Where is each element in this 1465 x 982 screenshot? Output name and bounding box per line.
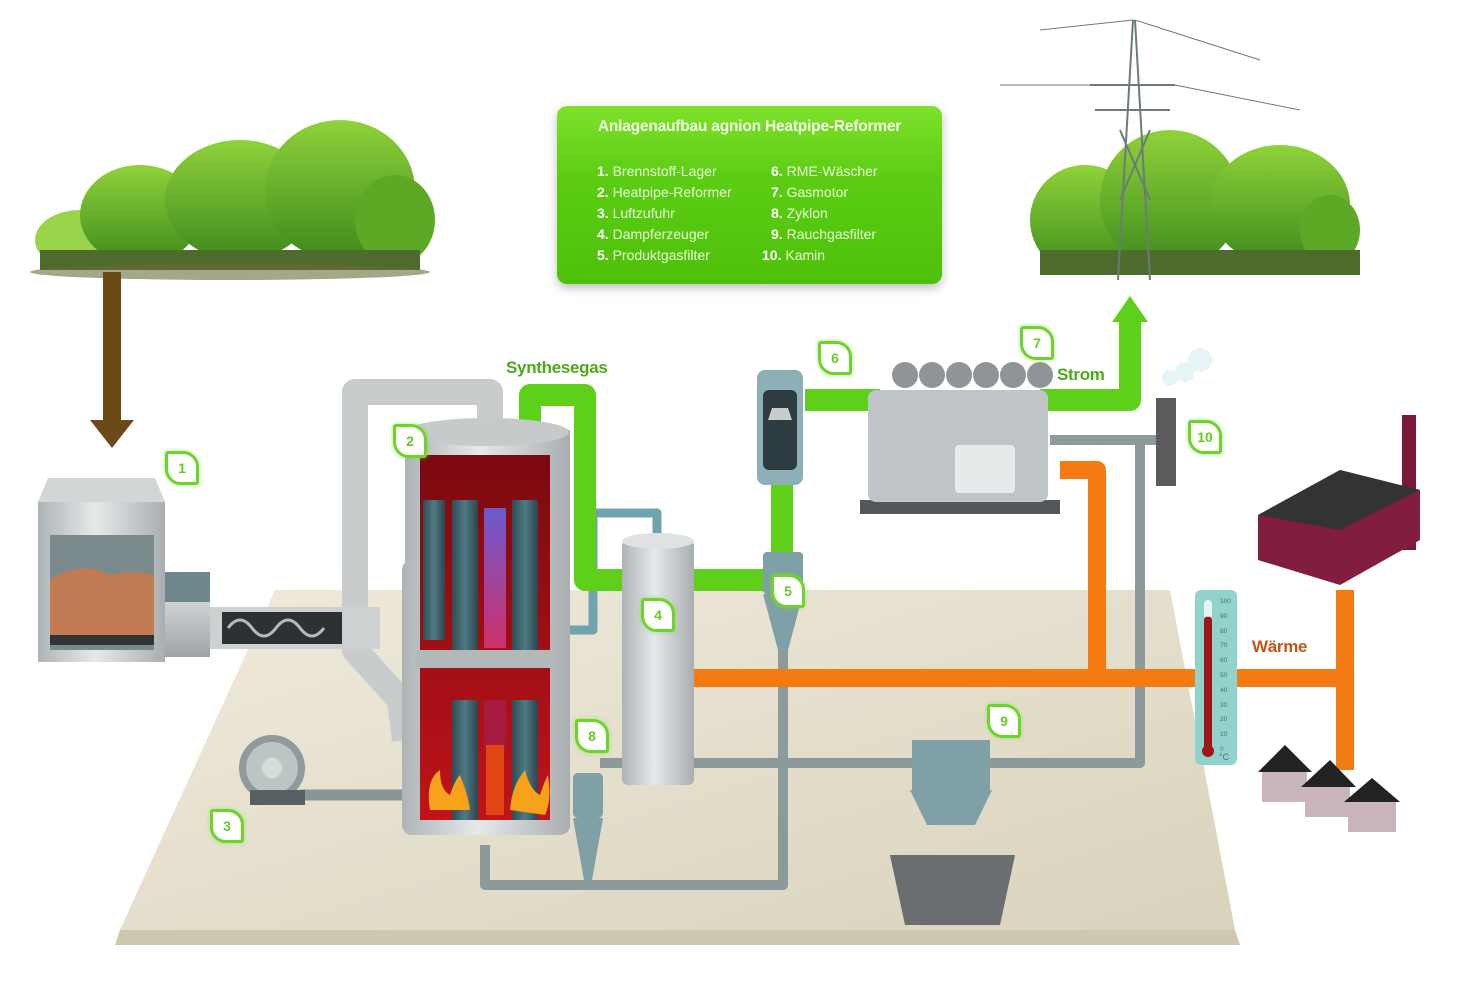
thermometer-unit: °C: [1219, 752, 1230, 762]
marker-air-supply: 3: [210, 809, 244, 843]
air-duct: [342, 379, 503, 625]
marker-chimney: 10: [1188, 420, 1222, 454]
marker-steam-generator: 4: [641, 598, 675, 632]
legend-item: 3. Luftzufuhr: [597, 205, 675, 221]
thermometer-tick-label: 80: [1220, 627, 1228, 635]
legend-column-right: 6. RME-Wäscher 7. Gasmotor 8. Zyklon 9. …: [762, 161, 878, 266]
rme-scrubber: [757, 370, 803, 485]
thermometer-tick-label: 50: [1220, 672, 1228, 679]
marker-gas-engine: 7: [1020, 326, 1054, 360]
legend-item: 9. Rauchgasfilter: [771, 226, 877, 242]
air-fan: [239, 735, 305, 805]
steam-generator: [622, 533, 694, 785]
heat-label: Wärme: [1252, 637, 1308, 656]
factory-icon: [1258, 415, 1420, 585]
legend-column-left: 1. Brennstoff-Lager 2. Heatpipe-Reformer…: [597, 161, 732, 266]
legend-item: 8. Zyklon: [771, 205, 828, 221]
thermometer-level: [1204, 616, 1212, 750]
forest-left-icon: [30, 120, 435, 280]
power-label: Strom: [1057, 365, 1105, 384]
thermometer-tick-label: 30: [1220, 701, 1228, 709]
thermometer-tick-label: 40: [1220, 686, 1228, 694]
thermometer-icon: [1195, 590, 1237, 765]
heatpipe-reformer: [402, 418, 570, 835]
flue-gas-pipes: [480, 435, 1160, 890]
forest-right-icon: [1030, 130, 1360, 275]
syngas-label: Synthesegas: [506, 358, 608, 377]
thermometer-tick-label: 20: [1220, 716, 1228, 724]
flames-icon: [428, 770, 550, 815]
marker-cyclone: 8: [575, 719, 609, 753]
legend-item: 6. RME-Wäscher: [771, 163, 878, 179]
power-output-arrow: [1112, 296, 1148, 322]
fuel-storage: [38, 478, 380, 662]
marker-rme-scrubber: 6: [818, 341, 852, 375]
fuel-feed-arrow: [103, 272, 121, 422]
thermometer-tick-label: 100: [1220, 598, 1231, 605]
thermometer-tick-label: 60: [1220, 657, 1228, 665]
legend-title: Anlagenaufbau agnion Heatpipe-Reformer: [597, 118, 902, 135]
legend-item: 5. Produktgasfilter: [597, 247, 710, 263]
gas-engine: [860, 362, 1060, 514]
thermometer-tick-label: 90: [1220, 612, 1228, 620]
legend-item: 2. Heatpipe-Reformer: [597, 184, 732, 200]
thermometer-tick-label: 0: [1220, 746, 1224, 753]
marker-fuel-storage: 1: [165, 451, 199, 485]
legend-item: 1. Brennstoff-Lager: [597, 163, 717, 179]
marker-product-gas-filter: 5: [771, 574, 805, 608]
legend-item: 10. Kamin: [762, 247, 826, 263]
marker-reformer: 2: [393, 424, 427, 458]
chimney: [1156, 348, 1212, 486]
thermometer-tick-label: 10: [1220, 731, 1228, 739]
legend-item: 7. Gasmotor: [771, 184, 849, 200]
legend-panel: Anlagenaufbau agnion Heatpipe-Reformer 1…: [557, 106, 942, 284]
thermometer-tick-label: 70: [1220, 642, 1228, 650]
legend-item: 4. Dampferzeuger: [597, 226, 710, 242]
power-pylon-icon: [1000, 19, 1301, 281]
flue-gas-filter: [890, 740, 1015, 925]
cyclone: [573, 773, 603, 880]
houses-icon: [1258, 745, 1400, 832]
marker-flue-gas-filter: 9: [987, 704, 1021, 738]
